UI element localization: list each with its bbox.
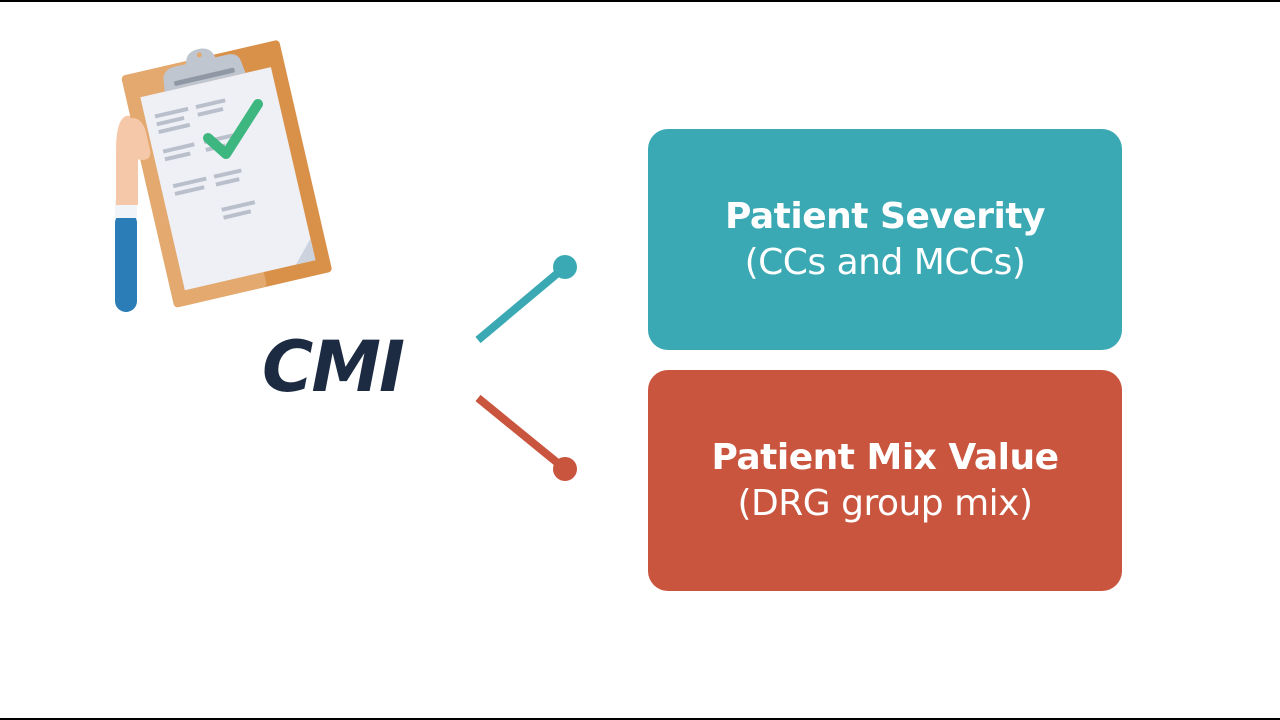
patient-mix-title: Patient Mix Value — [711, 436, 1059, 478]
clipboard-icon — [121, 40, 332, 308]
patient-severity-box: Patient Severity (CCs and MCCs) — [648, 129, 1122, 350]
connector-severity — [475, 263, 568, 344]
connector-severity-dot — [553, 255, 577, 279]
cmi-label: CMI — [262, 326, 405, 408]
connector-mix — [475, 394, 568, 473]
patient-severity-subtitle: (CCs and MCCs) — [744, 241, 1026, 283]
patient-severity-title: Patient Severity — [724, 195, 1046, 237]
patient-mix-subtitle: (DRG group mix) — [737, 482, 1033, 524]
checkmark-icon — [203, 99, 263, 159]
patient-mix-box: Patient Mix Value (DRG group mix) — [648, 370, 1122, 591]
clipboard-illustration — [115, 40, 332, 312]
connector-mix-dot — [553, 457, 577, 481]
